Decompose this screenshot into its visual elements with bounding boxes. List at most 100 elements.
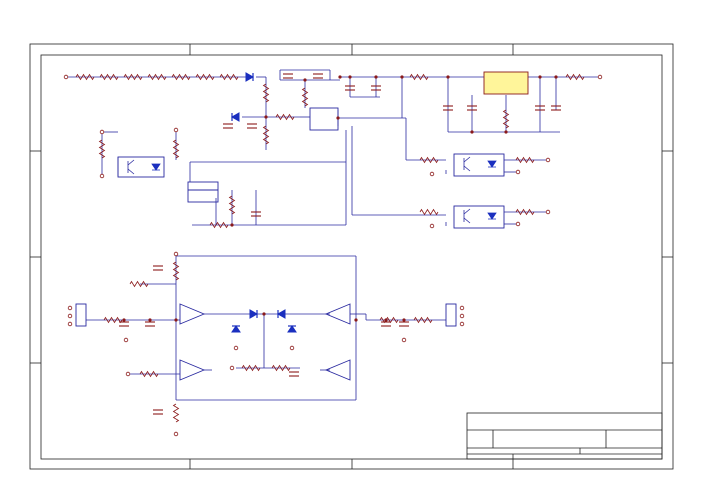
outer-border	[29, 43, 674, 470]
resistor-v-5	[502, 109, 510, 129]
diode-0	[245, 72, 255, 82]
terminal-point-9	[429, 171, 435, 177]
opto-1-led	[487, 160, 497, 168]
optocoupler-1	[117, 156, 165, 178]
resistor-h-3	[147, 73, 167, 81]
resistor-h-18	[379, 316, 399, 324]
resistor-h-8	[409, 73, 429, 81]
terminal-point-3	[99, 173, 105, 179]
terminal-point-1	[597, 74, 603, 80]
opto-symbols	[127, 156, 497, 224]
junction-node-12	[174, 318, 178, 322]
op-amp-1	[179, 303, 206, 325]
inner-border	[40, 54, 663, 460]
timer-ic	[309, 107, 339, 131]
diode-5	[287, 325, 297, 333]
resistor-v-0	[262, 83, 270, 103]
resistor-h-20	[515, 156, 535, 164]
terminal-point-7	[545, 209, 551, 215]
wiring	[66, 69, 600, 401]
junction-node-6	[446, 75, 450, 79]
terminal-point-0	[63, 74, 69, 80]
terminal-point-16	[233, 345, 239, 351]
voltage-regulator-ic	[483, 71, 529, 95]
components	[75, 71, 529, 327]
resistor-h-11	[565, 73, 585, 81]
optocoupler-3	[453, 205, 505, 229]
resistor-v-2	[98, 139, 106, 159]
resistor-v-3	[172, 139, 180, 159]
terminal-point-10	[429, 223, 435, 229]
terminal-point-6	[515, 169, 521, 175]
sheet-frame	[29, 43, 674, 470]
resistor-h-2	[123, 73, 143, 81]
resistor-h-17	[271, 364, 291, 372]
resistor-h-21	[515, 208, 535, 216]
junction-nodes	[122, 75, 558, 322]
opto-0-collector	[127, 159, 135, 166]
opto-0-emitter	[127, 168, 135, 175]
terminal-point-23	[459, 313, 465, 319]
resistor-h-0	[75, 73, 95, 81]
junction-node-5	[400, 75, 404, 79]
op-amp-2	[179, 359, 206, 381]
terminal-point-4	[173, 127, 179, 133]
junction-node-15	[336, 116, 340, 120]
op-amp-3	[324, 303, 351, 325]
terminal-point-2	[99, 129, 105, 135]
junction-node-14	[230, 223, 234, 227]
junction-node-3	[348, 75, 352, 79]
resistor-h-15	[209, 221, 229, 229]
resistor-h-14	[139, 370, 159, 378]
capacitor-group	[119, 73, 561, 415]
junction-node-9	[470, 130, 474, 134]
terminal-point-12	[173, 431, 179, 437]
resistor-v-7	[172, 261, 180, 281]
resistor-h-9	[419, 156, 439, 164]
resistor-v-8	[172, 403, 180, 423]
diode-3	[276, 309, 286, 319]
terminal-point-13	[123, 337, 129, 343]
title-block	[466, 412, 663, 460]
resistor-h-7	[275, 113, 295, 121]
op-amps	[179, 303, 351, 381]
terminal-point-5	[545, 157, 551, 163]
resistor-v-6	[228, 195, 236, 215]
input-connector	[75, 303, 87, 327]
diode-2	[249, 309, 259, 319]
opto-1-emitter	[463, 165, 471, 172]
diode-4	[231, 325, 241, 333]
optocoupler-2	[453, 153, 505, 177]
junction-node-13	[354, 318, 358, 322]
junction-node-8	[554, 75, 558, 79]
diode-1	[230, 112, 240, 122]
junction-node-1	[303, 78, 307, 82]
junction-node-17	[148, 318, 152, 322]
terminal-point-20	[67, 313, 73, 319]
opto-2-led	[487, 212, 497, 220]
relay-module	[187, 181, 219, 203]
opto-2-collector	[463, 208, 471, 215]
terminal-point-21	[67, 321, 73, 327]
opto-0-led	[151, 163, 161, 171]
junction-node-11	[262, 312, 266, 316]
zone-ticks	[30, 44, 673, 469]
terminal-points	[63, 74, 603, 437]
resistor-h-13	[129, 280, 149, 288]
terminal-point-24	[459, 321, 465, 327]
resistor-v-4	[301, 87, 309, 107]
terminal-point-15	[401, 337, 407, 343]
op-amp-4	[324, 359, 351, 381]
output-connector	[445, 303, 457, 327]
resistor-v-1	[262, 125, 270, 145]
terminal-point-8	[515, 221, 521, 227]
terminal-point-22	[459, 305, 465, 311]
resistor-h-19	[413, 316, 433, 324]
junction-node-19	[402, 318, 406, 322]
opto-1-collector	[463, 156, 471, 163]
junction-node-7	[538, 75, 542, 79]
junction-node-10	[504, 130, 508, 134]
resistor-group	[75, 73, 585, 423]
terminal-point-17	[289, 345, 295, 351]
